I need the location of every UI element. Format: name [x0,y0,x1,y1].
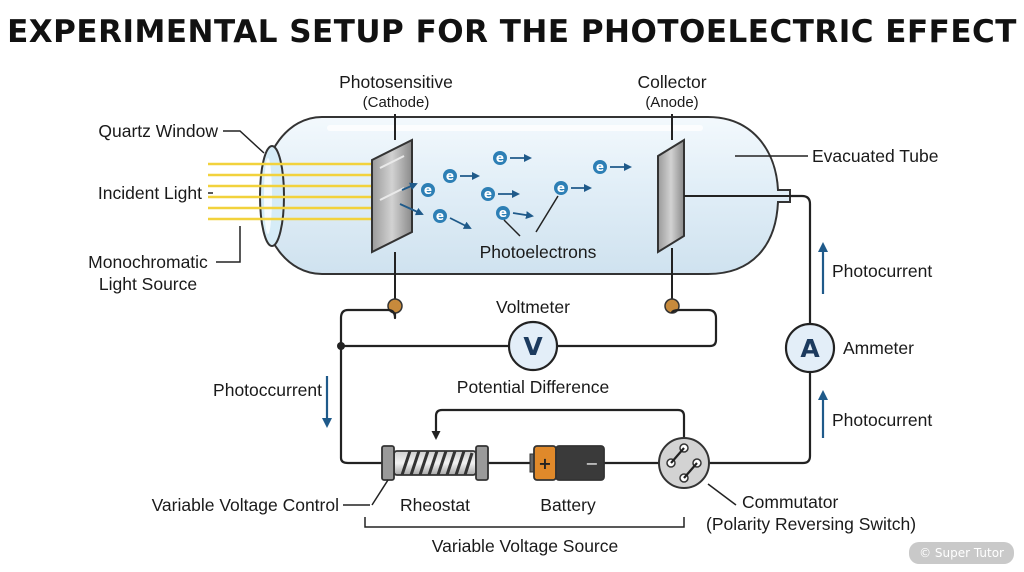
label-rheostat: Rheostat [400,495,470,515]
svg-text:e: e [596,160,604,174]
svg-text:e: e [436,209,444,223]
ammeter-symbol: A [800,334,820,363]
label-anode-line1: Collector [637,72,706,92]
cathode-plate [371,114,413,300]
svg-text:e: e [446,169,454,183]
electron: e [496,206,510,220]
label-anode-line2: (Anode) [645,94,698,111]
label-voltmeter: Voltmeter [496,297,570,317]
ammeter: A [784,322,836,374]
svg-text:e: e [484,187,492,201]
label-photocurrent-left: Photoccurrent [213,380,322,400]
battery-plus-sign: + [538,454,551,473]
label-ammeter: Ammeter [843,338,914,358]
page-title: EXPERIMENTAL SETUP FOR THE PHOTOELECTRIC… [7,14,1017,50]
svg-text:e: e [496,151,504,165]
label-photocurrent-right-top: Photocurrent [832,261,932,281]
label-variable-voltage-control: Variable Voltage Control [152,495,339,515]
voltmeter-symbol: V [523,332,543,361]
label-cathode-line2: (Cathode) [363,94,430,111]
label-cathode-line1: Photosensitive [339,72,453,92]
voltmeter: V [507,320,559,372]
label-commutator-line2: (Polarity Reversing Switch) [706,514,916,534]
anode-plate [657,114,790,300]
photoelectrons: e e e e e e e e [399,151,632,237]
electron-motion-arrows [399,154,632,229]
label-light-source-line2: Light Source [99,274,197,294]
electron: e [421,183,435,197]
label-evacuated-tube: Evacuated Tube [812,146,938,166]
label-quartz-window: Quartz Window [98,121,218,141]
electron: e [433,209,447,223]
circuit-wires [339,194,812,465]
label-photocurrent-right-bottom: Photocurrent [832,410,932,430]
label-commutator-line1: Commutator [742,492,838,512]
electron: e [554,181,568,195]
wire-junction [337,342,345,350]
electron: e [593,160,607,174]
current-arrows [322,242,828,438]
electron: e [443,169,457,183]
label-photoelectrons: Photoelectrons [480,242,597,262]
electron: e [493,151,507,165]
label-light-source-line1: Monochromatic [88,252,208,272]
label-incident-light: Incident Light [98,183,202,203]
label-potential-difference: Potential Difference [457,377,609,397]
electron: e [481,187,495,201]
svg-text:e: e [499,206,507,220]
label-battery: Battery [540,495,596,515]
battery-minus-sign: − [585,454,598,473]
photoelectrons-pointer [503,195,559,237]
leader-lines [208,130,808,528]
label-variable-voltage-source: Variable Voltage Source [432,536,618,556]
battery: + − [529,445,605,481]
svg-text:e: e [557,181,565,195]
svg-text:e: e [424,183,432,197]
rheostat [381,445,489,481]
commutator-switch[interactable] [658,437,710,489]
watermark: © Super Tutor [909,542,1014,564]
